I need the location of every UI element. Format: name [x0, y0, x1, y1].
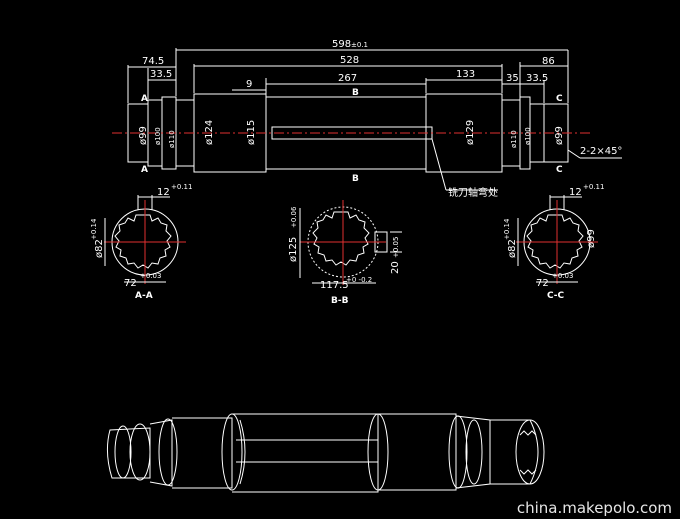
sec-a-inner: ø82: [94, 239, 105, 258]
dim-33-5-left: 33.5: [150, 69, 172, 80]
dim-overall-tol: ±0.1: [351, 41, 368, 49]
dim-133: 133: [456, 69, 475, 80]
sec-c-inner: ø82: [507, 239, 518, 258]
sec-b-title: B-B: [331, 296, 349, 306]
dimension-lines: [127, 48, 569, 103]
sec-c-bottom: 72: [536, 278, 549, 289]
dim-phi99-left: ø99: [138, 126, 149, 145]
section-a: [104, 195, 186, 284]
dim-overall: 598: [332, 39, 351, 50]
sec-c-outer: ø99: [586, 229, 597, 248]
section-c: [516, 195, 598, 284]
section-b: [299, 200, 402, 285]
dim-33-5-right: 33.5: [526, 73, 548, 84]
dim-35: 35: [506, 73, 519, 84]
dim-phi124: ø124: [204, 120, 215, 145]
dim-phi110-right: ø110: [510, 130, 518, 148]
sec-c-title: C-C: [547, 291, 565, 301]
dim-9: 9: [246, 79, 252, 90]
sec-b-bottom: 117.5: [320, 280, 349, 291]
dim-phi100-left: ø100: [154, 127, 162, 145]
note-label: 铣刀轴弯处: [448, 186, 498, 199]
sec-a-width: 12: [157, 187, 170, 198]
sec-c-width: 12: [569, 187, 582, 198]
label-b-top: B: [352, 88, 359, 98]
dim-phi100-right: ø100: [524, 127, 532, 145]
sec-a-bottom-tol: +0.03: [140, 272, 161, 280]
sec-a-bottom: 72: [124, 278, 137, 289]
label-b-bottom: B: [352, 174, 359, 184]
sec-b-key-tol: +0.05: [392, 237, 400, 258]
label-a-bottom: A: [141, 165, 148, 175]
watermark-text: china.makepolo.com: [516, 499, 672, 517]
sec-c-width-tol: +0.11: [583, 183, 604, 191]
dim-74-5: 74.5: [142, 56, 164, 67]
dim-phi110-left: ø110: [168, 130, 176, 148]
dim-phi129: ø129: [465, 120, 476, 145]
shaft-elevation: [127, 93, 622, 191]
sec-b-bottom-tol: +0 -0.2: [346, 276, 372, 284]
sec-c-inner-tol: +0.14: [503, 218, 511, 240]
label-a-top: A: [141, 94, 148, 104]
dim-267: 267: [338, 73, 357, 84]
sec-a-title: A-A: [135, 291, 153, 301]
sec-b-key: 20: [390, 261, 401, 274]
sec-a-width-tol: +0.11: [171, 183, 192, 191]
dim-phi99-right: ø99: [554, 126, 565, 145]
sec-b-dia: ø125: [288, 237, 299, 262]
sec-c-bottom-tol: +0.03: [552, 272, 573, 280]
sec-b-dia-tol: +0.06: [290, 206, 298, 228]
dim-86: 86: [542, 56, 555, 67]
dim-528: 528: [340, 55, 359, 66]
dim-phi115: ø115: [246, 120, 257, 145]
label-c-bottom: C: [556, 165, 563, 175]
shaft-isometric: [106, 413, 545, 493]
label-c-top: C: [556, 94, 563, 104]
sec-a-inner-tol: +0.14: [90, 218, 98, 240]
dim-chamfer: 2-2×45°: [580, 146, 622, 157]
